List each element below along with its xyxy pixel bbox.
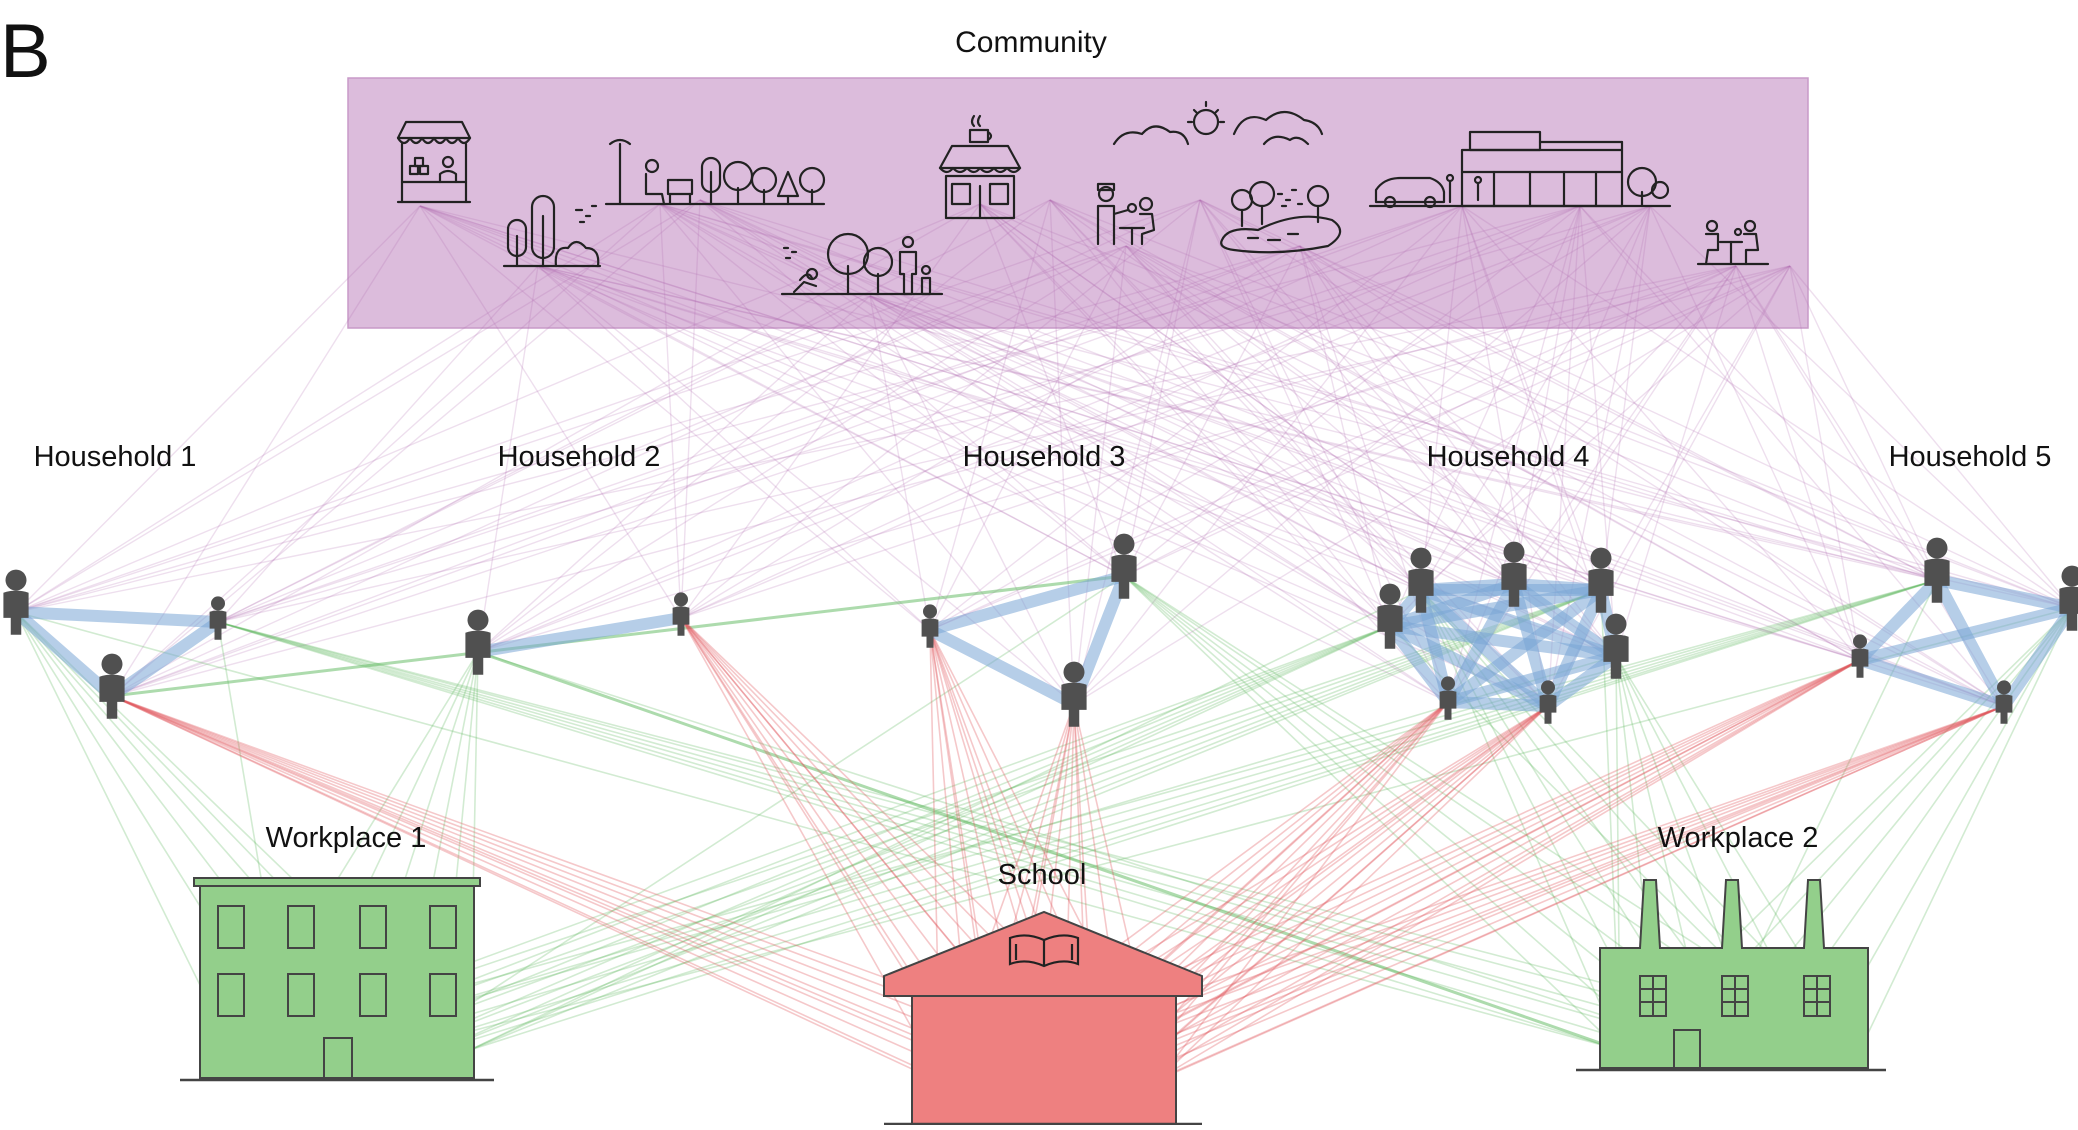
school-building: School xyxy=(883,859,1203,1126)
sun-clouds-icon xyxy=(1112,100,1324,146)
restaurant-waiter-icon xyxy=(1096,182,1156,246)
household-labels: Household 1 Household 2 Household 3 Hous… xyxy=(34,441,2052,473)
workplace-contact-edges xyxy=(15,574,2073,1052)
school-label: School xyxy=(998,859,1087,891)
workplace-2-label: Workplace 2 xyxy=(1658,822,1819,854)
shopping-mall-icon xyxy=(1368,130,1672,209)
household-1-label: Household 1 xyxy=(34,441,197,473)
panel-letter: B xyxy=(0,9,51,94)
household-3-label: Household 3 xyxy=(963,441,1126,473)
household-5-label: Household 5 xyxy=(1889,441,2052,473)
cafe-icon xyxy=(938,114,1022,220)
household-3-person-3 xyxy=(1061,661,1087,727)
workplace-2-factory: Workplace 2 xyxy=(1576,822,1886,1072)
diner-icon xyxy=(1696,219,1770,266)
household-1-person-3 xyxy=(99,653,125,719)
workplace-1-label: Workplace 1 xyxy=(266,822,427,854)
lake-park-icon xyxy=(1220,180,1342,254)
household-5-person-1 xyxy=(1851,634,1869,678)
park-bench-icon xyxy=(604,138,826,206)
market-stall-icon xyxy=(396,120,472,204)
family-walk-icon xyxy=(780,232,944,296)
community-contact-edges xyxy=(15,199,2073,707)
community-label: Community xyxy=(955,26,1107,59)
park-trees-icon xyxy=(502,194,602,268)
household-contact-edges xyxy=(12,570,2077,712)
household-2-label: Household 2 xyxy=(498,441,661,473)
workplace-1-building: Workplace 1 xyxy=(180,822,494,1082)
book-icon xyxy=(1008,934,1080,968)
household-4-label: Household 4 xyxy=(1427,441,1590,473)
